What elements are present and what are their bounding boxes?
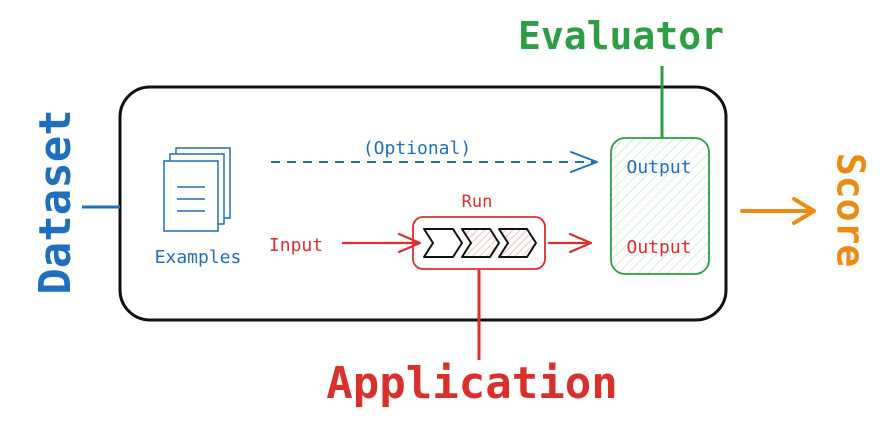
input-arrow	[342, 232, 422, 254]
application-title: Application	[326, 358, 617, 409]
dataset-title-group: Dataset	[30, 109, 81, 294]
input-label: Input	[269, 235, 323, 256]
run-label: Run	[462, 192, 493, 212]
dataset-title: Dataset	[30, 109, 81, 294]
run-output-arrow	[548, 232, 593, 254]
score-title-group: Score	[829, 153, 873, 267]
run-box	[412, 216, 546, 270]
examples-label: Examples	[155, 247, 242, 268]
document-stack-icon	[163, 147, 231, 232]
output-box	[610, 137, 710, 275]
optional-label: (Optional)	[363, 138, 471, 159]
optional-arrow	[271, 151, 598, 173]
arrow-right-icon	[740, 197, 816, 225]
score-title: Score	[829, 153, 873, 267]
chevron-pipeline-icon	[423, 228, 537, 258]
output-reference-label: Output	[626, 157, 691, 178]
evaluator-title: Evaluator	[518, 14, 724, 58]
main-frame	[118, 85, 728, 322]
output-app-label: Output	[626, 237, 691, 258]
